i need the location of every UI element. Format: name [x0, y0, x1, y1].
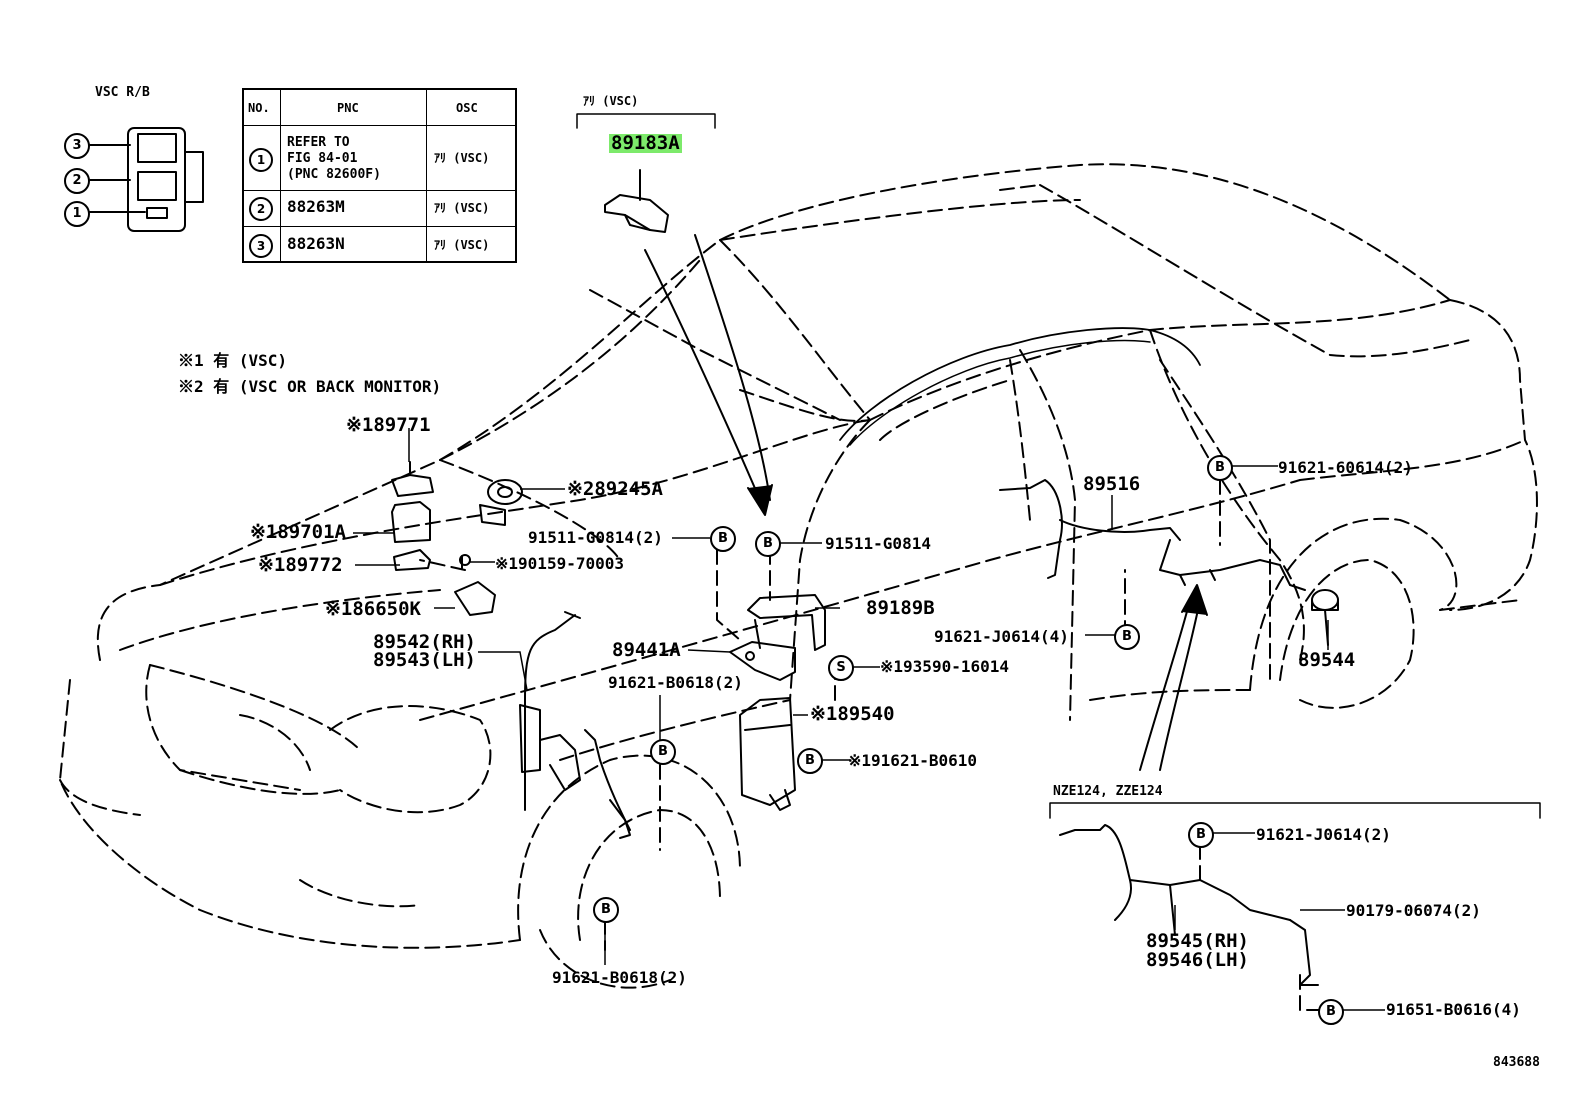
bracket-89183a-shape	[604, 169, 669, 233]
part-91511-g0814[interactable]: 91511-G0814	[825, 534, 931, 553]
part-289245a[interactable]: ※289245A	[567, 478, 663, 500]
table-row-1-pnc-line1: REFER TO	[287, 135, 350, 150]
bolt-b-marker: B	[755, 531, 781, 557]
table-row-3-osc: ｱﾘ (VSC)	[434, 238, 490, 252]
part-89183a-highlighted[interactable]: 89183A	[609, 132, 682, 154]
rear-sensor-89544-shape	[1311, 589, 1339, 646]
bracket-89189b-shape	[747, 594, 826, 651]
ecu-89540-shape	[739, 697, 796, 811]
part-91511-g0814-2[interactable]: 91511-G0814(2)	[528, 528, 663, 547]
bolt-b-marker: B	[1114, 624, 1140, 650]
part-91621-j0614-4[interactable]: 91621-J0614(4)	[934, 627, 1069, 646]
part-191621-b0610[interactable]: ※191621-B0610	[848, 751, 977, 770]
table-header-pnc: PNC	[337, 101, 359, 115]
vsc-relay-block-box	[89, 127, 204, 232]
bolt-b-marker: B	[1318, 999, 1344, 1025]
part-89441a[interactable]: 89441A	[612, 639, 681, 661]
part-89544[interactable]: 89544	[1298, 649, 1356, 671]
table-row-2-no: 2	[249, 197, 273, 221]
screw-s-marker: S	[828, 655, 854, 681]
bolt-b-marker: B	[797, 748, 823, 774]
part-89545-rh[interactable]: 89545(RH)	[1146, 930, 1249, 952]
bracket-group-title: ｱﾘ (VSC)	[583, 94, 639, 108]
figure-number: 843688	[1493, 1055, 1540, 1070]
part-89516[interactable]: 89516	[1083, 473, 1141, 495]
part-89189b[interactable]: 89189B	[866, 597, 935, 619]
part-89546-lh[interactable]: 89546(LH)	[1146, 949, 1249, 971]
part-91621-b0618-upper[interactable]: 91621-B0618(2)	[608, 673, 743, 692]
table-row-3-no: 3	[249, 234, 273, 258]
ref-3-marker: 3	[64, 133, 90, 159]
part-189772[interactable]: ※189772	[258, 554, 343, 576]
table-header-no: NO.	[248, 101, 270, 115]
bolt-b-marker: B	[710, 526, 736, 552]
note-2: ※2 有 (VSC OR BACK MONITOR)	[178, 377, 442, 396]
relay-components	[391, 461, 523, 616]
nze-harness-89545-shape	[1059, 824, 1319, 986]
bolt-b-marker: B	[1207, 455, 1233, 481]
vsc-relay-block-title: VSC R/B	[95, 85, 150, 100]
ref-2-marker: 2	[64, 168, 90, 194]
table-row-1-osc: ｱﾘ (VSC)	[434, 151, 490, 165]
bolt-b-marker: B	[1188, 822, 1214, 848]
part-91621-b0618-lower[interactable]: 91621-B0618(2)	[552, 968, 687, 987]
nze-variant-title: NZE124, ZZE124	[1053, 784, 1163, 799]
part-89542-rh[interactable]: 89542(RH)	[373, 631, 476, 653]
car-body-outline	[59, 163, 1538, 1011]
pnc-table: NO. PNC OSC 1 REFER TO FIG 84-01 (PNC 82…	[242, 88, 517, 263]
table-row-1-no: 1	[249, 148, 273, 172]
part-89543-lh[interactable]: 89543(LH)	[373, 649, 476, 671]
part-189701a[interactable]: ※189701A	[250, 521, 346, 543]
part-189771[interactable]: ※189771	[346, 414, 431, 436]
table-row-2-osc: ｱﾘ (VSC)	[434, 201, 490, 215]
part-193590-16014[interactable]: ※193590-16014	[880, 657, 1009, 676]
table-row-1-pnc-line3: (PNC 82600F)	[287, 167, 381, 182]
front-speed-sensor-harness	[519, 611, 631, 839]
rear-harness-89516-shape	[999, 479, 1306, 591]
part-189540[interactable]: ※189540	[810, 703, 895, 725]
bolt-b-marker: B	[593, 897, 619, 923]
bolt-b-marker: B	[650, 739, 676, 765]
part-91651-b0616[interactable]: 91651-B0616(4)	[1386, 1000, 1521, 1019]
ref-1-marker: 1	[64, 201, 90, 227]
part-190159-70003[interactable]: ※190159-70003	[495, 554, 624, 573]
part-90179-06074[interactable]: 90179-06074(2)	[1346, 901, 1481, 920]
table-row-3-pnc: 88263N	[287, 234, 345, 253]
table-header-osc: OSC	[456, 101, 478, 115]
table-row-2-pnc: 88263M	[287, 197, 345, 216]
part-91621-j0614-2[interactable]: 91621-J0614(2)	[1256, 825, 1391, 844]
table-row-1-pnc-line2: FIG 84-01	[287, 151, 358, 166]
part-91621-60614[interactable]: 91621-60614(2)	[1278, 458, 1413, 477]
part-186650k[interactable]: ※186650K	[325, 598, 421, 620]
note-1: ※1 有 (VSC)	[178, 351, 288, 370]
bracket-89441a-shape	[729, 641, 796, 681]
